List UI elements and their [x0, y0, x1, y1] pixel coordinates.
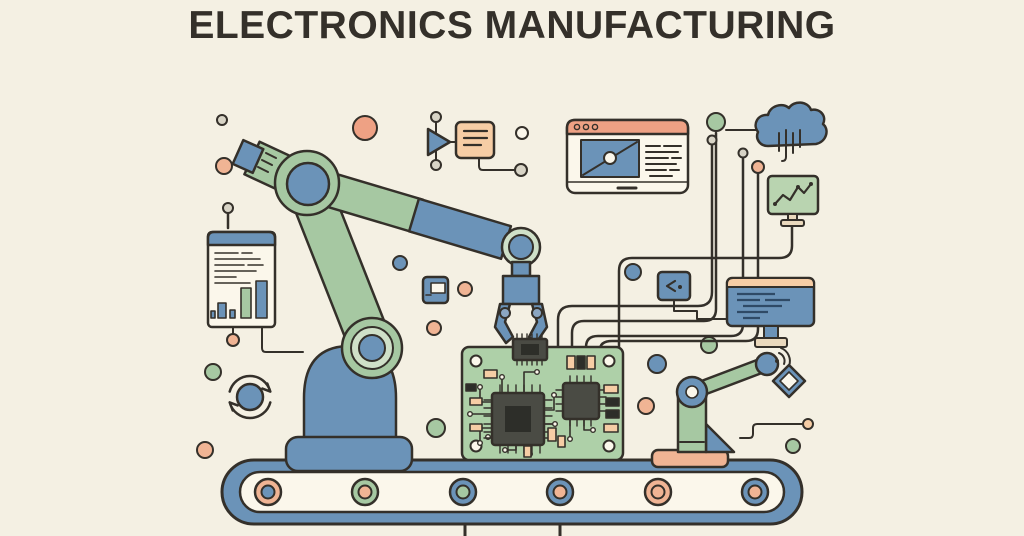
connector-dot: [514, 163, 528, 177]
circuit-board: [460, 345, 625, 462]
accent-dot: [204, 363, 222, 381]
roller: [740, 477, 770, 507]
document-header: [206, 230, 277, 247]
wire-bundle: [556, 112, 794, 352]
accent-dot: [392, 255, 408, 271]
gripper-body: [501, 274, 541, 306]
note-icon: [454, 120, 528, 177]
line-chart-monitor-icon: [766, 174, 820, 227]
window-dot: [573, 123, 581, 131]
document-text-lines: [214, 252, 264, 284]
wifi-signal-icon: [775, 347, 791, 367]
shoulder-cap: [231, 138, 265, 175]
accent-dot: [215, 157, 233, 175]
accent-dot: [426, 418, 446, 438]
browser-window-icon: [565, 118, 690, 195]
small-arm-wedge: [704, 422, 736, 454]
report-document-icon: [206, 202, 304, 353]
shoulder-joint: [273, 149, 341, 217]
accent-dot: [637, 397, 655, 415]
small-arm-elbow: [754, 351, 780, 377]
accent-dot: [785, 438, 801, 454]
vent-lines: [257, 152, 277, 173]
connector-dot: [430, 159, 442, 171]
accent-dot: [196, 441, 214, 459]
wire: [598, 172, 760, 352]
accent-dot: [624, 263, 642, 281]
accent-dot: [647, 354, 667, 374]
mount-hole: [602, 439, 616, 453]
play-triangle-icon: [426, 127, 452, 157]
diamond-effector: [771, 363, 807, 399]
industrial-robot-arm: [231, 138, 542, 473]
roller: [448, 477, 478, 507]
terminal-code-lines: [737, 292, 790, 320]
accent-dot: [216, 114, 228, 126]
microchip: [511, 333, 549, 366]
roller: [350, 477, 380, 507]
window-dot: [582, 123, 590, 131]
mount-hole: [602, 354, 616, 368]
elbow-joint: [340, 316, 404, 380]
accent-dot: [352, 115, 378, 141]
right-connector: [739, 418, 814, 454]
knuckle: [499, 307, 511, 319]
roller: [545, 477, 575, 507]
belt-legs: [463, 522, 562, 536]
connector-line: [478, 157, 515, 171]
page-title: ELECTRONICS MANUFACTURING: [188, 4, 836, 47]
module-chip-icon: [421, 275, 450, 305]
browser-image-placeholder: [580, 139, 640, 178]
data-stream-lines: [778, 129, 801, 162]
wire: [617, 224, 794, 352]
chart-line: [773, 182, 813, 206]
accent-dot: [426, 320, 442, 336]
wire: [584, 157, 745, 352]
code-terminal-icon: [725, 276, 816, 348]
wire: [570, 131, 718, 352]
document-bar-chart: [210, 280, 268, 319]
code-snippet-icon: [656, 270, 727, 320]
wire: [556, 143, 714, 352]
connector-line: [739, 423, 803, 439]
terminal-topbar: [726, 277, 815, 288]
pcb-components: [465, 355, 620, 458]
connector-dot: [430, 111, 442, 123]
browser-text-lines: [645, 145, 682, 177]
data-cloud-icon: [754, 101, 828, 162]
wrist-joint: [500, 226, 542, 268]
knuckle: [531, 307, 543, 319]
flow-trigger-icon: [426, 111, 457, 171]
gripper: [493, 260, 549, 366]
connector-dot: [226, 333, 240, 347]
wire-end-dot: [751, 160, 765, 174]
wire-end-dot: [706, 134, 718, 146]
arm-base-pedestal: [284, 435, 414, 473]
wire-end-dot: [737, 147, 749, 159]
gripper-neck: [510, 260, 532, 278]
accent-dot: [515, 126, 529, 140]
sync-arrows-icon: [228, 374, 272, 420]
mount-hole: [469, 354, 483, 368]
arm-boom-blue: [407, 197, 513, 261]
connector-line: [673, 299, 727, 320]
chip-large: [483, 384, 553, 454]
accent-dots: [196, 114, 718, 459]
roller: [643, 477, 673, 507]
browser-titlebar: [565, 118, 690, 136]
connector-dot: [802, 418, 814, 430]
wire-end-dot: [706, 112, 726, 132]
note-text-lines: [462, 129, 489, 147]
connector-dot: [222, 202, 234, 214]
window-dot: [591, 123, 599, 131]
connector-line: [261, 326, 304, 353]
accent-dot: [700, 336, 718, 354]
conveyor-belt: [220, 458, 804, 536]
compact-robot-arm: [650, 347, 807, 469]
roller: [253, 477, 283, 507]
chip-small: [555, 375, 607, 427]
accent-dot: [457, 281, 473, 297]
